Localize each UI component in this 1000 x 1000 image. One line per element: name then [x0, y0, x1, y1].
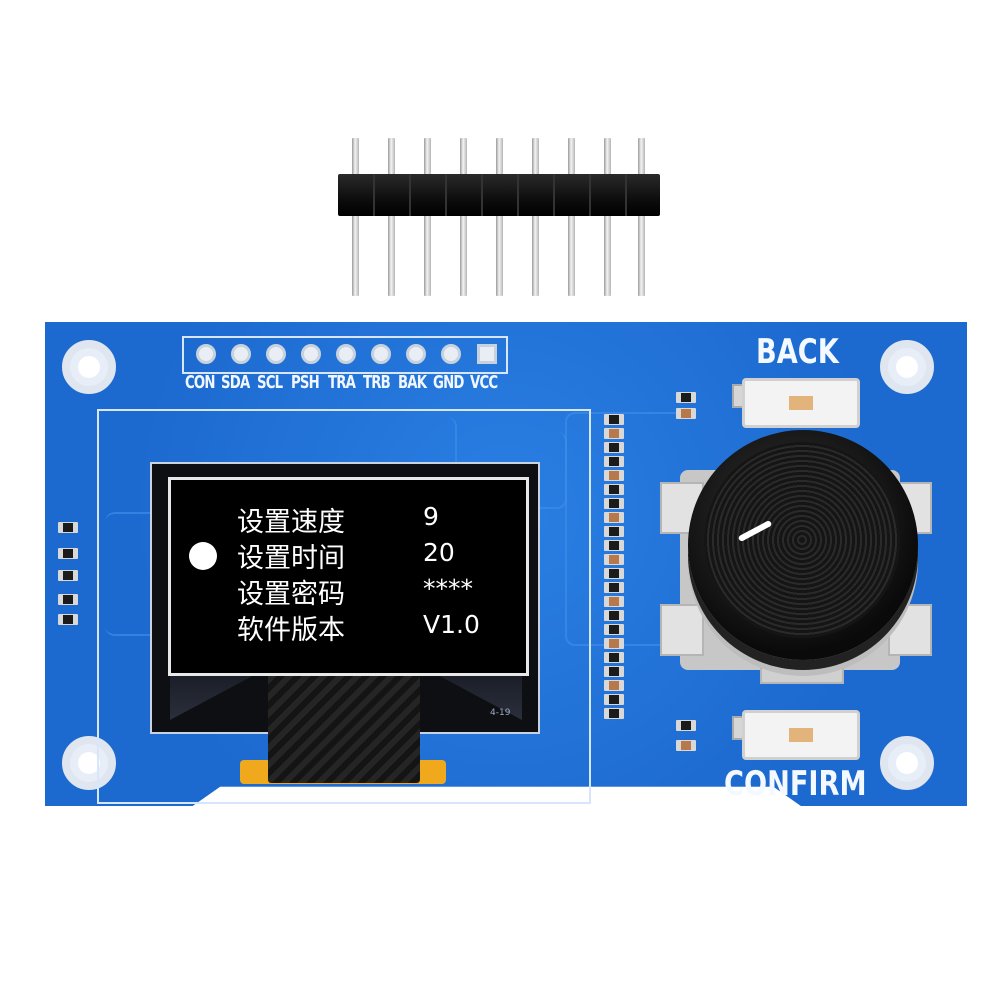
- smd-resistor: [604, 652, 624, 663]
- header-pin: [532, 138, 539, 296]
- back-label: BACK: [756, 332, 839, 372]
- smd-resistor: [604, 680, 624, 691]
- pin-label-scl: SCL: [257, 372, 283, 393]
- pin-label-gnd: GND: [433, 372, 464, 393]
- smd-capacitor: [676, 408, 696, 419]
- header-pin: [604, 138, 611, 296]
- smd-resistor: [676, 392, 696, 403]
- mounting-hole: [62, 340, 116, 394]
- pcb-trace: [565, 412, 687, 646]
- mounting-hole: [62, 736, 116, 790]
- mounting-hole: [880, 340, 934, 394]
- glass-marking: 4-19: [490, 708, 511, 718]
- pin-label-con: CON: [185, 372, 216, 393]
- confirm-button-actuator[interactable]: [789, 728, 813, 742]
- smd-resistor: [604, 568, 624, 579]
- smd-resistor: [604, 512, 624, 523]
- menu-item-value: ****: [423, 574, 473, 603]
- menu-item-label: 设置时间: [237, 543, 345, 574]
- solder-pad: [231, 344, 251, 364]
- smd-resistor: [676, 720, 696, 731]
- smd-resistor: [604, 540, 624, 551]
- smd-resistor: [604, 708, 624, 719]
- menu-item-label: 软件版本: [237, 615, 345, 646]
- menu-item-label: 设置密码: [237, 579, 345, 610]
- solder-pad: [371, 344, 391, 364]
- back-button[interactable]: [742, 378, 860, 428]
- header-pin: [568, 138, 575, 296]
- pin-header: [0, 0, 1000, 320]
- solder-pad-square: [477, 344, 497, 364]
- solder-pad: [406, 344, 426, 364]
- smd-resistor: [604, 610, 624, 621]
- smd-resistor: [58, 522, 78, 533]
- smd-resistor: [604, 470, 624, 481]
- header-pads: [182, 336, 508, 374]
- menu-cursor: [189, 542, 217, 570]
- pin-label-trb: TRB: [363, 372, 391, 393]
- smd-capacitor: [676, 740, 696, 751]
- header-pin: [388, 138, 395, 296]
- confirm-label: CONFIRM: [724, 764, 867, 804]
- confirm-button[interactable]: [742, 710, 860, 760]
- solder-pad: [336, 344, 356, 364]
- smd-resistor: [58, 594, 78, 605]
- pin-header-housing: [338, 174, 660, 216]
- menu-item-label: 设置速度: [237, 507, 345, 538]
- mounting-hole: [880, 736, 934, 790]
- smd-resistor: [604, 414, 624, 425]
- encoder-tab: [660, 604, 704, 656]
- smd-resistor: [604, 498, 624, 509]
- smd-resistor: [604, 624, 624, 635]
- menu-item-value: V1.0: [423, 610, 480, 639]
- smd-resistor: [58, 548, 78, 559]
- pin-label-vcc: VCC: [470, 372, 498, 393]
- smd-resistor: [604, 428, 624, 439]
- display-outline: [97, 409, 591, 804]
- menu-item-value: 20: [423, 538, 455, 567]
- menu-item-value: 9: [423, 502, 439, 531]
- pin-label-bak: BAK: [398, 372, 427, 393]
- smd-resistor: [604, 596, 624, 607]
- smd-resistor: [604, 526, 624, 537]
- solder-pad: [266, 344, 286, 364]
- back-button-actuator[interactable]: [789, 396, 813, 410]
- pin-label-sda: SDA: [221, 372, 250, 393]
- smd-resistor: [604, 582, 624, 593]
- oled-screen: 设置速度 9 设置时间 20 设置密码 **** 软件版本 V1.0: [168, 477, 529, 676]
- smd-resistor: [604, 694, 624, 705]
- smd-resistor: [604, 666, 624, 677]
- solder-pad: [196, 344, 216, 364]
- smd-resistor: [604, 442, 624, 453]
- smd-resistor: [604, 638, 624, 649]
- solder-pad: [301, 344, 321, 364]
- solder-pad: [441, 344, 461, 364]
- header-pin: [424, 138, 431, 296]
- pin-label-tra: TRA: [328, 372, 356, 393]
- header-pin: [496, 138, 503, 296]
- smd-resistor: [604, 456, 624, 467]
- header-pin: [638, 138, 645, 296]
- pin-label-psh: PSH: [291, 372, 320, 393]
- header-pin: [352, 138, 359, 296]
- smd-resistor: [58, 614, 78, 625]
- smd-resistor: [58, 570, 78, 581]
- header-pin: [460, 138, 467, 296]
- flex-cable: [268, 668, 420, 783]
- smd-resistor: [604, 554, 624, 565]
- smd-resistor: [604, 484, 624, 495]
- rotary-knob-top[interactable]: [704, 442, 900, 638]
